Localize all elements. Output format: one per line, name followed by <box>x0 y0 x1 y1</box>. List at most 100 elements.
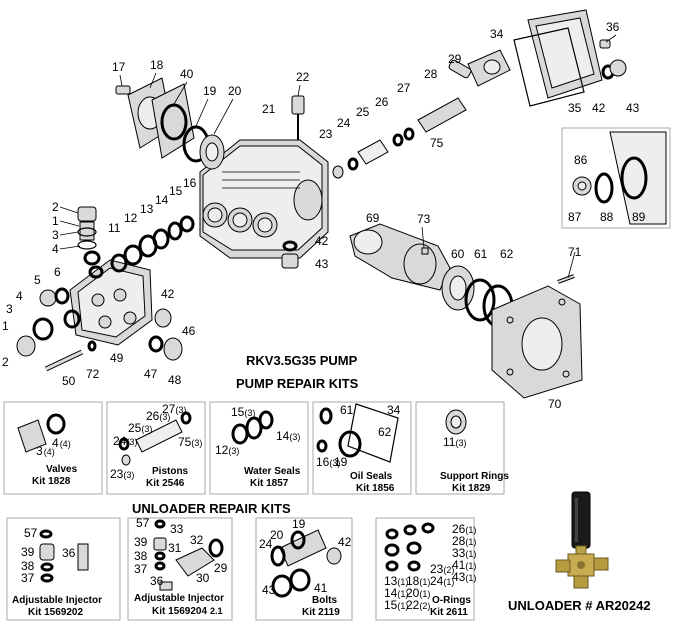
svg-text:20(1): 20(1) <box>406 586 430 600</box>
callout-16: 16 <box>183 176 197 190</box>
pistons-part-23: 23 <box>110 467 124 481</box>
adj-injector-part-57: 57 <box>24 526 38 540</box>
svg-text:27(3): 27(3) <box>162 402 186 416</box>
callout-61: 61 <box>474 247 488 261</box>
callout-62: 62 <box>500 247 514 261</box>
svg-text:12(3): 12(3) <box>215 443 239 457</box>
svg-text:13(1): 13(1) <box>384 574 408 588</box>
svg-text:22(2): 22(2) <box>406 598 430 612</box>
adj-injector2-part-31: 31 <box>168 541 182 555</box>
adj-injector2-part-29: 29 <box>214 561 228 575</box>
oil-seals-kit-name: Oil Seals <box>350 471 393 482</box>
support-rings-part-11: 11 <box>443 435 456 449</box>
pistons-kit-number: Kit 2546 <box>146 478 185 489</box>
adj-injector-kit-number: Kit 1569202 <box>28 607 83 618</box>
callout-20: 20 <box>228 84 242 98</box>
svg-text:16(3): 16(3) <box>316 455 340 469</box>
dipstick <box>291 95 305 140</box>
kit-pistons: 26(3) 27(3) 25(3) 24(3) 75(3) 23(3) Pist… <box>106 401 206 495</box>
callout-2-left: 2 <box>2 355 9 369</box>
orings-part-33: 33 <box>452 546 466 560</box>
callout-75: 75 <box>430 136 444 150</box>
callout-4-left: 4 <box>16 289 23 303</box>
svg-text:25(3): 25(3) <box>128 421 152 435</box>
callout-47: 47 <box>144 367 158 381</box>
callout-46: 46 <box>182 324 196 338</box>
callout-25: 25 <box>356 105 370 119</box>
adj-injector-part-38: 38 <box>21 559 35 573</box>
valves-qty-4: (4) <box>60 439 71 449</box>
svg-text:28(1): 28(1) <box>452 534 476 548</box>
callout-60: 60 <box>451 247 465 261</box>
bolts-part-24: 24 <box>259 537 273 551</box>
adj-injector-part-36: 36 <box>62 546 76 560</box>
adj-injector2-kit-number: Kit 1569204 <box>152 606 207 617</box>
orings-part-18: 18 <box>406 574 420 588</box>
orings-part-41: 41 <box>452 558 466 572</box>
callout-1-top: 1 <box>52 214 59 228</box>
callout-70: 70 <box>548 397 562 411</box>
support-rings-kit-name: Support Rings <box>440 471 509 482</box>
callout-18: 18 <box>150 58 164 72</box>
pistons-part-26: 26 <box>146 409 160 423</box>
adj-injector-part-39: 39 <box>21 545 35 559</box>
water-seals-kit-number: Kit 1857 <box>250 478 289 489</box>
pistons-part-24: 24 <box>113 434 127 448</box>
orings-part-15: 15 <box>384 598 398 612</box>
adj-injector2-kit-suffix: 2.1 <box>210 606 223 616</box>
orings-part-43: 43 <box>452 570 466 584</box>
callout-43-top: 43 <box>626 101 640 115</box>
bolts-part-19: 19 <box>292 517 306 531</box>
oil-seals-part-34: 34 <box>387 403 401 417</box>
unloader-illustration <box>555 491 609 589</box>
water-seals-part-15: 15 <box>231 405 245 419</box>
orings-part-28: 28 <box>452 534 466 548</box>
callout-73: 73 <box>417 212 431 226</box>
leader-lines <box>59 34 617 279</box>
svg-text:15(1): 15(1) <box>384 598 408 612</box>
orings-part-13: 13 <box>384 574 398 588</box>
adj-injector2-part-33: 33 <box>170 522 184 536</box>
svg-text:14(1): 14(1) <box>384 586 408 600</box>
valves-part-4: 4 <box>52 436 59 450</box>
svg-text:3(4): 3(4) <box>36 444 55 458</box>
callout-13: 13 <box>140 202 154 216</box>
bolts-kit-number: Kit 2119 <box>302 607 340 618</box>
callout-4-top: 4 <box>52 242 59 256</box>
pistons-part-25: 25 <box>128 421 142 435</box>
svg-text:11(3): 11(3) <box>443 435 466 449</box>
support-rings-kit-number: Kit 1829 <box>452 483 491 494</box>
svg-text:23(3): 23(3) <box>110 467 134 481</box>
kit-support-rings: 11(3) Support Rings Kit 1829 <box>415 401 509 495</box>
svg-text:26(1): 26(1) <box>452 522 476 536</box>
rear-cover <box>513 9 627 107</box>
water-seals-part-12: 12 <box>215 443 229 457</box>
callout-2-top: 2 <box>52 200 59 214</box>
bolts-part-43: 43 <box>262 583 276 597</box>
orings-part-26: 26 <box>452 522 466 536</box>
callout-86: 86 <box>574 153 588 167</box>
callout-17: 17 <box>112 60 126 74</box>
kit-valves: 4(4) 3(4) Valves Kit 1828 <box>3 401 103 495</box>
callout-42-left: 42 <box>161 287 175 301</box>
orings-part-20: 20 <box>406 586 420 600</box>
valves-kit-name: Valves <box>46 464 78 475</box>
svg-text:33(1): 33(1) <box>452 546 476 560</box>
oil-seals-part-62: 62 <box>378 425 392 439</box>
seal-stack <box>110 215 195 273</box>
callout-48: 48 <box>168 373 182 387</box>
svg-text:14(3): 14(3) <box>276 429 300 443</box>
svg-text:24(3): 24(3) <box>113 434 137 448</box>
callout-26: 26 <box>375 95 389 109</box>
crankshaft-assembly <box>349 223 583 399</box>
bolts-part-42: 42 <box>338 535 352 549</box>
callout-40: 40 <box>180 67 194 81</box>
svg-text:18(1): 18(1) <box>406 574 430 588</box>
svg-text:15(3): 15(3) <box>231 405 255 419</box>
kit-bolts: 19 20 24 42 43 41 Bolts Kit 2119 <box>255 517 353 621</box>
pistons-part-27: 27 <box>162 402 176 416</box>
callout-42-mid: 42 <box>315 234 329 248</box>
callout-89: 89 <box>632 210 646 224</box>
